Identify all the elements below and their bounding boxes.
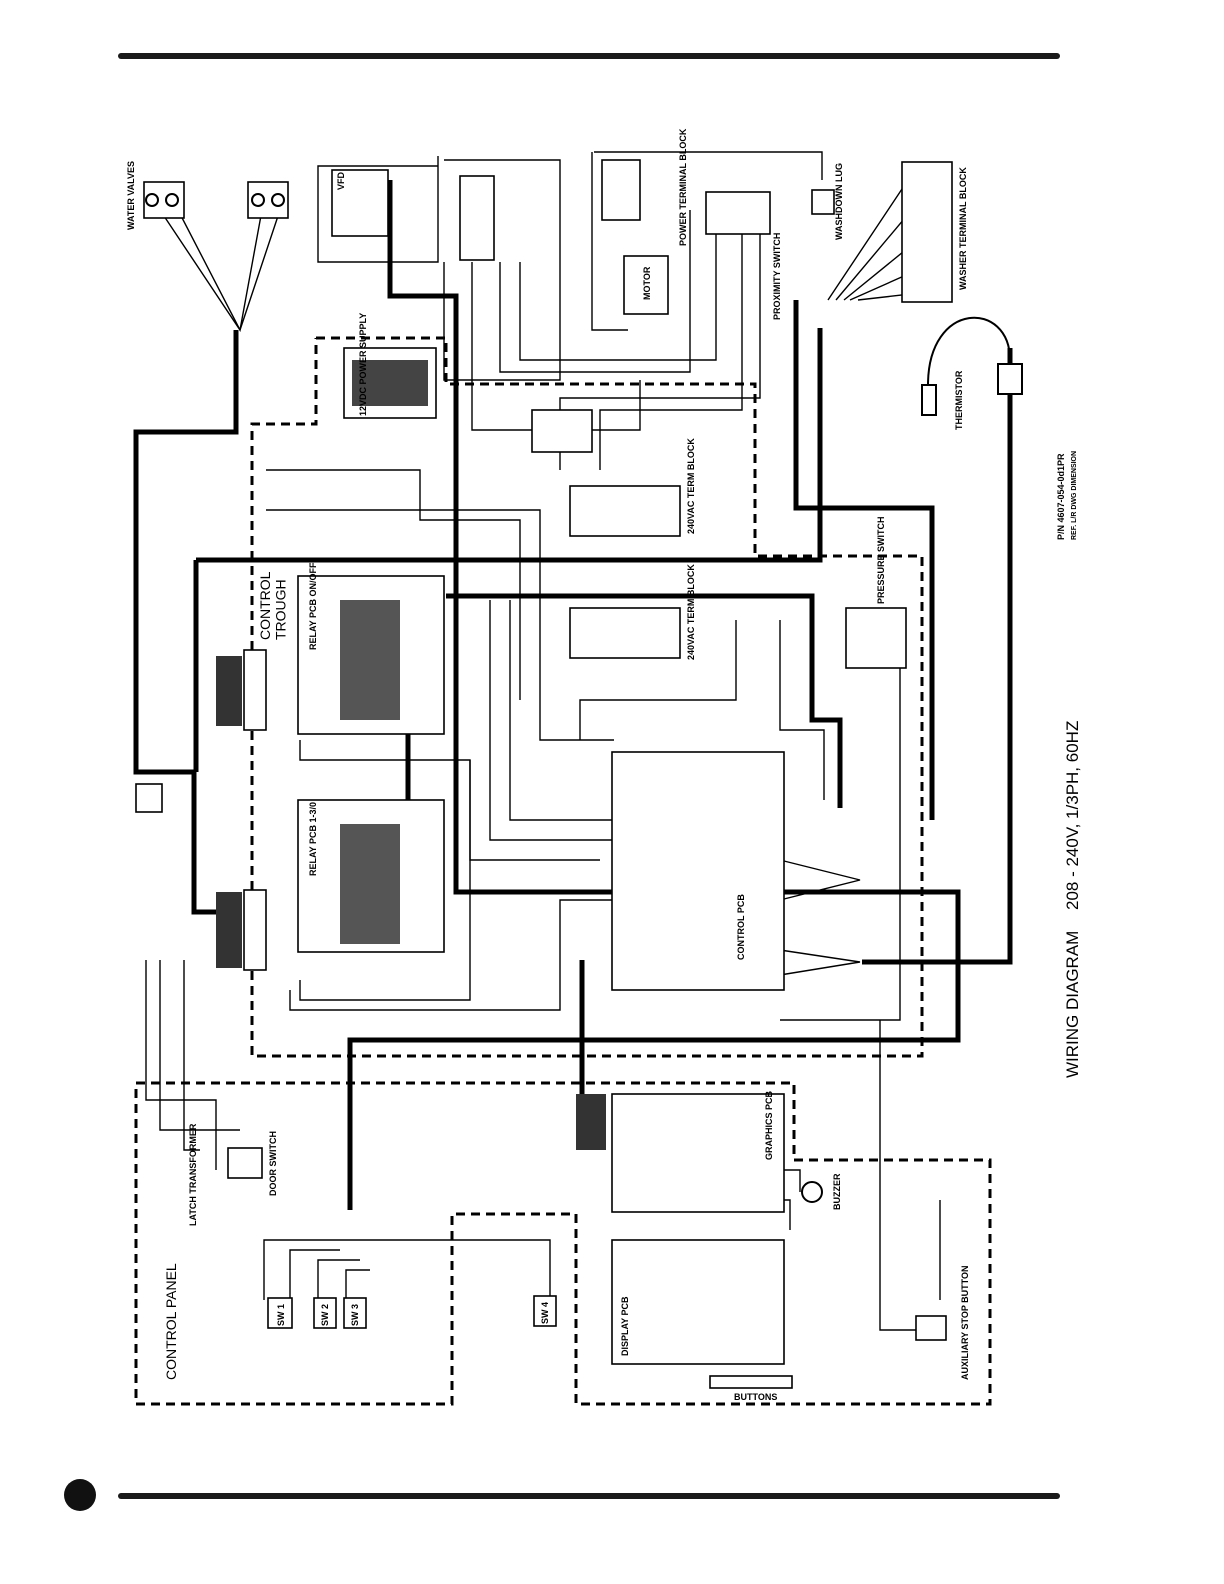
terminal-marks (216, 360, 606, 1150)
door-switch-label: DOOR SWITCH (268, 1131, 278, 1196)
term-block-1-label: 240VAC TERM BLOCK (686, 438, 696, 534)
sw2-box (313, 1297, 337, 1329)
control-pcb-label: CONTROL PCB (736, 894, 746, 960)
top-rule (118, 53, 1060, 59)
vfd-label: VFD (336, 171, 346, 190)
sw2-label: SW 2 (320, 1304, 330, 1326)
transformer-box (531, 409, 593, 453)
title-label: WIRING DIAGRAM (1063, 931, 1082, 1078)
motor-label: MOTOR (642, 266, 652, 300)
diagram-labels: WIRING DIAGRAM 208 - 240V, 1/3PH, 60HZ P… (126, 128, 1082, 1402)
buzzer-label: BUZZER (832, 1173, 842, 1210)
water-valve-2 (247, 181, 289, 219)
sw3-label: SW 3 (350, 1304, 360, 1326)
enclosure-outlines (134, 336, 992, 1406)
power-terminal-block (705, 191, 771, 235)
graphics-pcb-label: GRAPHICS PCB (764, 1090, 774, 1160)
power-terminal-label: POWER TERMINAL BLOCK (678, 128, 688, 246)
buttons-strip (709, 1375, 793, 1389)
vfd-box (331, 169, 389, 237)
display-pcb-label: DISPLAY PCB (620, 1296, 630, 1356)
pressure-switch-box (845, 607, 907, 669)
connector-b (243, 889, 267, 971)
relay-pcb-1-label: RELAY PCB ON/OFF (308, 562, 318, 650)
term-block-2-label: 240VAC TERM BLOCK (686, 564, 696, 660)
washdown-lug-box (811, 189, 835, 215)
control-panel-label: CONTROL PANEL (163, 1263, 179, 1380)
signal-wiring (145, 151, 947, 1331)
latch-transformer-label: LATCH TRANSFORMER (188, 1123, 198, 1226)
water-valves-label: WATER VALVES (126, 161, 136, 230)
connector-a (243, 649, 267, 731)
part-number-label: P/N 4607-054-0d1PR (1056, 453, 1066, 540)
page-marker (64, 1479, 96, 1511)
buttons-label: BUTTONS (734, 1392, 777, 1402)
motor-box (623, 255, 669, 315)
door-switch-box (227, 1147, 263, 1179)
display-pcb-box (611, 1239, 785, 1365)
part-note-label: REF. L/R DWG DIMENSION (1071, 451, 1078, 540)
aux-stop-box (915, 1315, 947, 1341)
control-pcb-box (611, 751, 785, 991)
spec-label: 208 - 240V, 1/3PH, 60HZ (1063, 721, 1082, 910)
washer-terminal-block-box (901, 161, 953, 303)
terminal-block-2-box (569, 607, 681, 659)
small-relay-box (135, 783, 163, 813)
thermistor-label: THERMISTOR (954, 370, 964, 430)
sw1-label: SW 1 (276, 1304, 286, 1326)
component-boxes (135, 159, 953, 1389)
pressure-switch-label: PRESSURE SWITCH (876, 516, 886, 604)
graphics-pcb-box (611, 1093, 785, 1213)
power-supply-label: 12VDC POWER SUPPLY (358, 313, 368, 416)
bottom-rule (118, 1493, 1060, 1499)
aux-stop-label: AUXILIARY STOP BUTTON (960, 1265, 970, 1380)
sw1-box (267, 1297, 293, 1329)
terminal-block-1-box (569, 485, 681, 537)
washdown-lug-label: WASHDOWN LUG (834, 163, 844, 240)
relay-pcb-2-label: RELAY PCB 1-3/0 (308, 802, 318, 876)
washer-terminal-label: WASHER TERMINAL BLOCK (958, 167, 968, 290)
sw3-box (343, 1297, 367, 1329)
proximity-switch-label: PROXIMITY SWITCH (772, 233, 782, 320)
control-trough-label: CONTROLTROUGH (257, 571, 288, 640)
sw4-label: SW 4 (540, 1302, 550, 1324)
vfd-terminal (459, 175, 495, 261)
contactor (601, 159, 641, 221)
sw4-box (533, 1295, 557, 1327)
round-parts (145, 193, 1023, 1203)
